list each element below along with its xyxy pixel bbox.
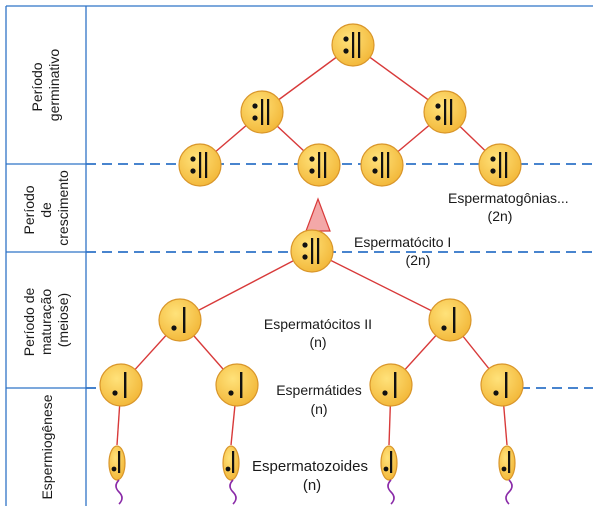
period-label-spermiogenesis: Espermiogênese xyxy=(39,394,55,499)
spermatogonium-cell xyxy=(423,90,467,134)
spermatid-cell xyxy=(99,363,143,407)
secondary-spermatocyte-cell xyxy=(158,298,202,342)
diploid-cells xyxy=(178,23,522,273)
spermatid-cell xyxy=(369,363,413,407)
period-label-maturation: Período de maturação (meiose) xyxy=(21,284,71,356)
label-secondary-spermatocytes: Espermatócitos II xyxy=(264,316,372,332)
label-spermatids: Espermátides xyxy=(276,382,362,398)
period-label-growth: Período de crescimento xyxy=(21,170,71,246)
label-spermatogonia: Espermatogônias... xyxy=(448,190,569,206)
spermatid-cell xyxy=(215,363,259,407)
spermatogonium-cell xyxy=(478,143,522,187)
spermatid-cell xyxy=(480,363,524,407)
label-secondary-spermatocytes-ploidy: (n) xyxy=(309,334,326,350)
label-primary-spermatocyte: Espermatócito I xyxy=(354,234,451,250)
spermatozoon xyxy=(222,445,240,505)
haploid-cells xyxy=(99,298,524,407)
label-spermatogonia-ploidy: (2n) xyxy=(488,208,513,224)
spermatogonium-cell xyxy=(360,143,404,187)
spermatozoon xyxy=(108,445,126,505)
period-label-germinative: Período germinativo xyxy=(29,49,62,122)
secondary-spermatocyte-cell xyxy=(428,298,472,342)
period-labels: Período germinativo Período de crescimen… xyxy=(21,49,71,500)
label-primary-spermatocyte-ploidy: (2n) xyxy=(406,252,431,268)
label-spermatozoa-ploidy: (n) xyxy=(303,477,321,494)
spermatogonium-cell xyxy=(178,143,222,187)
stage-labels: Espermatogônias... (2n) Espermatócito I … xyxy=(252,190,569,494)
spermatozoon xyxy=(380,445,398,505)
label-spermatozoa: Espermatozoides xyxy=(252,458,368,475)
period-column xyxy=(5,5,593,506)
spermatogonium-cell xyxy=(297,143,341,187)
spermatogonium-cell xyxy=(331,23,375,67)
spermatogonium-cell xyxy=(240,90,284,134)
spermatozoon xyxy=(498,445,516,505)
primary-spermatocyte-cell xyxy=(290,229,334,273)
spermatozoa xyxy=(108,445,516,505)
growth-arrow xyxy=(305,197,331,232)
label-spermatids-ploidy: (n) xyxy=(310,401,327,417)
